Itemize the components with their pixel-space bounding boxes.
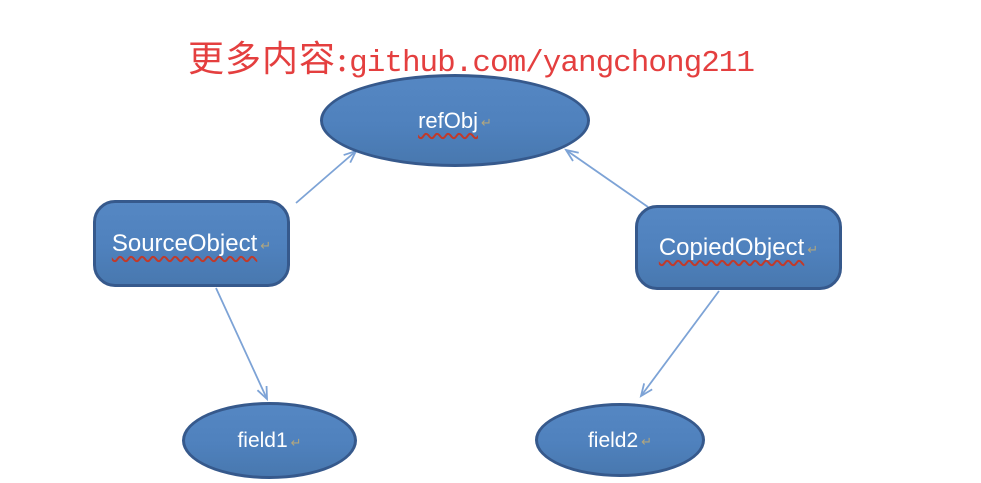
linebreak-mark-icon: ↵: [641, 434, 653, 449]
node-field2-label: field2: [587, 428, 639, 452]
linebreak-mark-icon: ↵: [807, 241, 819, 257]
node-sourceobject-label: SourceObject: [111, 229, 258, 257]
linebreak-mark-icon: ↵: [260, 237, 272, 253]
node-field2: field2↵: [535, 403, 705, 477]
arrow-sourceobject-to-field1: [215, 287, 268, 402]
node-copiedobject: CopiedObject↵: [635, 205, 842, 290]
node-refobj: refObj↵: [320, 74, 590, 167]
arrow-sourceobject-to-refobj: [295, 149, 358, 204]
linebreak-mark-icon: ↵: [481, 114, 492, 130]
linebreak-mark-icon: ↵: [290, 434, 302, 450]
arrow-copiedobject-to-refobj: [564, 148, 649, 208]
node-sourceobject: SourceObject↵: [93, 200, 290, 287]
arrow-copiedobject-to-field2: [639, 290, 720, 398]
node-refobj-label: refObj: [418, 107, 478, 133]
node-field1-label: field1: [237, 429, 288, 452]
node-field1: field1↵: [182, 402, 357, 479]
caption-text-cjk: 更多内容:: [188, 39, 350, 80]
node-copiedobject-label: CopiedObject: [658, 233, 805, 261]
